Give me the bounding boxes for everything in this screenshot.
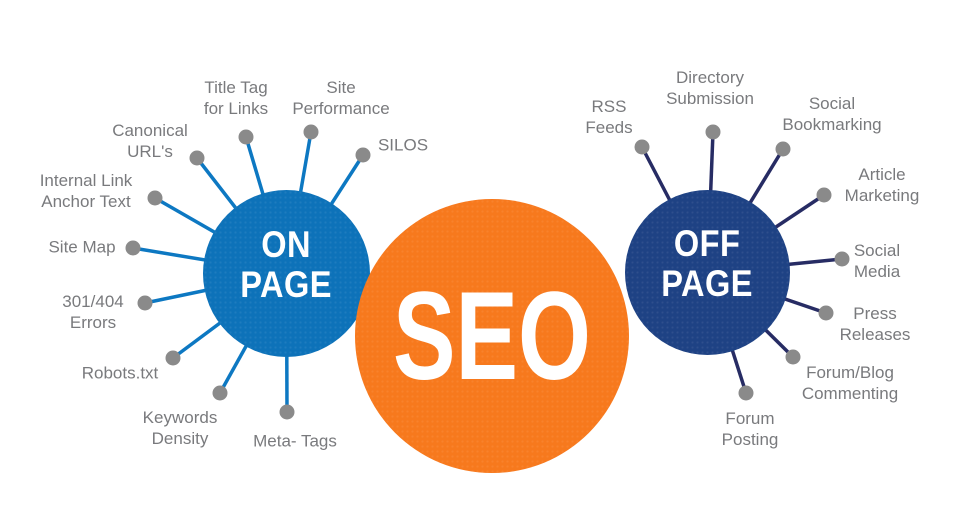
label-line: Marketing xyxy=(844,186,920,205)
spoke-label-directory-submission: Directory Submission xyxy=(666,67,754,109)
spoke-label-canonical-urls: Canonical URL's xyxy=(112,120,188,162)
label-line: Site Map xyxy=(48,237,116,257)
spoke-label-press-releases: Press Releases xyxy=(840,303,911,345)
spoke-label-article-marketing: Article Marketing xyxy=(845,164,920,206)
label-line: Posting xyxy=(721,430,779,449)
spoke-dot xyxy=(303,124,319,140)
spoke-label-social-media: Social Media xyxy=(854,240,900,282)
spoke-label-forum-posting: Forum Posting xyxy=(722,408,779,450)
spoke-dot xyxy=(818,305,834,321)
spoke-dot xyxy=(189,150,205,166)
spoke-label-meta-tags: Meta- Tags xyxy=(253,431,337,452)
label-line: Keywords xyxy=(142,408,218,427)
label-line: Media xyxy=(853,262,901,281)
label-line: for Links xyxy=(203,99,269,118)
label-line: Forum xyxy=(725,409,775,428)
label-line: Site xyxy=(326,78,356,97)
spoke-label-rss-feeds: RSS Feeds xyxy=(585,96,632,138)
seo-circle: SEO xyxy=(355,199,629,473)
label-line: 301/404 xyxy=(62,292,124,311)
off-page-circle-label: OFF PAGE xyxy=(662,224,754,321)
spoke-dots xyxy=(125,124,850,420)
label-line: Forum/Blog xyxy=(806,363,894,382)
spoke-dot xyxy=(137,295,153,311)
off-page-line2: PAGE xyxy=(661,263,754,304)
spoke-dot xyxy=(165,350,181,366)
spoke-dot xyxy=(355,147,371,163)
spoke-label-forum-blog-commenting: Forum/Blog Commenting xyxy=(802,362,898,404)
label-line: Errors xyxy=(69,313,117,332)
on-page-line2: PAGE xyxy=(240,264,333,305)
spoke-label-301-404-errors: 301/404 Errors xyxy=(62,291,123,333)
spoke-label-robots-txt: Robots.txt xyxy=(82,363,159,384)
spoke-label-silos: SILOS xyxy=(378,135,428,156)
label-line: Meta- Tags xyxy=(253,431,337,451)
label-line: Anchor Text xyxy=(41,192,131,211)
spoke-dot xyxy=(279,404,295,420)
label-line: Social xyxy=(853,241,901,260)
label-line: Density xyxy=(151,429,209,448)
label-line: Title Tag xyxy=(204,78,268,97)
spoke-dot xyxy=(125,240,141,256)
on-page-circle-label: ON PAGE xyxy=(241,225,333,322)
spoke-dot xyxy=(212,385,228,401)
label-line: Canonical xyxy=(112,121,188,140)
spoke-dot xyxy=(147,190,163,206)
label-line: Robots.txt xyxy=(81,363,159,383)
label-line: URL's xyxy=(127,142,173,161)
label-line: SILOS xyxy=(377,135,429,155)
spoke-dot xyxy=(738,385,754,401)
spoke-label-title-tag-for-links: Title Tag for Links xyxy=(204,77,268,119)
off-page-circle: OFF PAGE xyxy=(625,190,790,355)
spoke-dot xyxy=(705,124,721,140)
label-line: Releases xyxy=(839,325,911,344)
label-line: Internal Link xyxy=(39,171,133,190)
label-line: Article xyxy=(858,165,906,184)
spoke-label-site-map: Site Map xyxy=(48,237,115,258)
label-line: Feeds xyxy=(585,118,633,137)
spoke-dot xyxy=(634,139,650,155)
spoke-label-social-bookmarking: Social Bookmarking xyxy=(782,93,881,135)
label-line: Submission xyxy=(666,89,754,108)
spoke-dot xyxy=(785,349,801,365)
label-line: Bookmarking xyxy=(782,115,882,134)
label-line: RSS xyxy=(591,97,627,116)
spoke-dot xyxy=(816,187,832,203)
off-page-line1: OFF xyxy=(674,223,741,264)
spoke-label-site-performance: Site Performance xyxy=(292,77,389,119)
spoke-dot xyxy=(834,251,850,267)
spoke-label-internal-link-anchor-text: Internal Link Anchor Text xyxy=(40,170,133,212)
on-page-circle: ON PAGE xyxy=(203,190,370,357)
seo-circle-label: SEO xyxy=(392,266,591,406)
label-line: Social xyxy=(808,94,856,113)
spoke-dot xyxy=(238,129,254,145)
on-page-line1: ON xyxy=(261,224,312,265)
label-line: Commenting xyxy=(801,384,899,403)
spoke-label-keywords-density: Keywords Density xyxy=(143,407,218,449)
label-line: Press xyxy=(853,304,897,323)
label-line: Directory xyxy=(675,68,744,87)
label-line: Performance xyxy=(292,99,390,118)
spoke-dot xyxy=(775,141,791,157)
